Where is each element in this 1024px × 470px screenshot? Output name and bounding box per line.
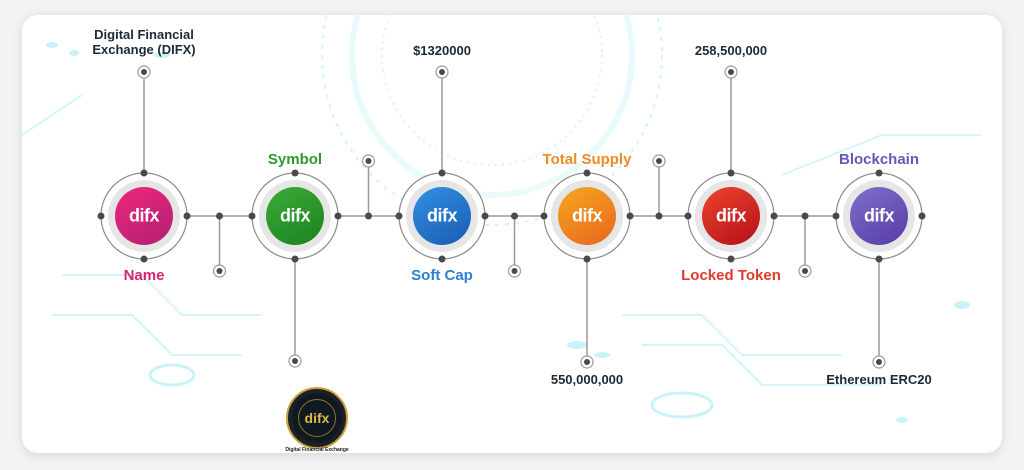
node-dot-top [140,169,148,177]
node-dot-bottom [583,255,591,263]
difx-logo-text: difx [128,205,160,226]
node-dot-bottom [727,255,735,263]
node-value: Ethereum ERC20 [826,372,932,387]
node-dot-right [918,212,926,220]
node-dot-right [334,212,342,220]
node-dot-left [684,212,692,220]
node-dot-top [875,169,883,177]
node-dot-top [291,169,299,177]
node-dot-bottom [140,255,148,263]
node-locked-token-circle [702,187,760,245]
node-dot-right [183,212,191,220]
junction-dot [511,212,518,220]
difx-coin-image: difx [286,387,348,449]
node-value: 258,500,000 [694,43,768,58]
node-dot-left [395,212,403,220]
diagram-graph [97,65,926,369]
end-cap-dot [292,358,298,364]
node-dot-right [481,212,489,220]
node-title: Locked Token [681,267,781,284]
end-cap-dot [439,69,445,75]
node-dot-top [727,169,735,177]
node-dot-right [770,212,778,220]
node-total-supply-circle [558,187,616,245]
difx-logo-text: difx [571,205,603,226]
node-value: Digital Financial Exchange (DIFX) [92,27,196,57]
node-dot-bottom [291,255,299,263]
end-cap-dot [365,158,372,164]
junction-dot [655,212,663,220]
difx-logo-text: difx [426,205,458,226]
node-dot-top [438,169,446,177]
background-circuit-pattern [22,15,982,423]
node-value: $1320000 [413,43,471,58]
node-dot-left [97,212,105,220]
node-dot-bottom [875,255,883,263]
node-name-circle [115,187,173,245]
end-cap-dot [876,359,882,365]
node-title: Symbol [267,151,323,168]
coin-caption: Digital Financial Exchange [285,447,349,453]
coin-logo-text: difx [304,410,330,426]
node-title: Soft Cap [411,267,473,284]
end-cap-dot [656,158,662,164]
node-dot-left [248,212,256,220]
node-value: 550,000,000 [550,372,624,387]
node-title: Total Supply [542,151,632,168]
junction-dot [801,212,809,220]
node-dot-bottom [438,255,446,263]
node-title: Blockchain [838,151,920,168]
node-dot-right [626,212,634,220]
end-cap-dot [216,268,223,274]
end-cap-dot [511,268,518,274]
node-symbol-circle [266,187,324,245]
junction-dot [216,212,223,220]
end-cap-dot [584,359,590,365]
node-dot-top [583,169,591,177]
end-cap-dot [728,69,734,75]
node-title: Name [123,267,165,284]
difx-logo-text: difx [715,205,747,226]
end-cap-dot [141,69,147,75]
node-blockchain-circle [850,187,908,245]
node-soft-cap-circle [413,187,471,245]
difx-logo-text: difx [863,205,895,226]
end-cap-dot [802,268,808,274]
junction-dot [365,212,372,220]
difx-logo-text: difx [279,205,311,226]
node-dot-left [832,212,840,220]
node-dot-left [540,212,548,220]
